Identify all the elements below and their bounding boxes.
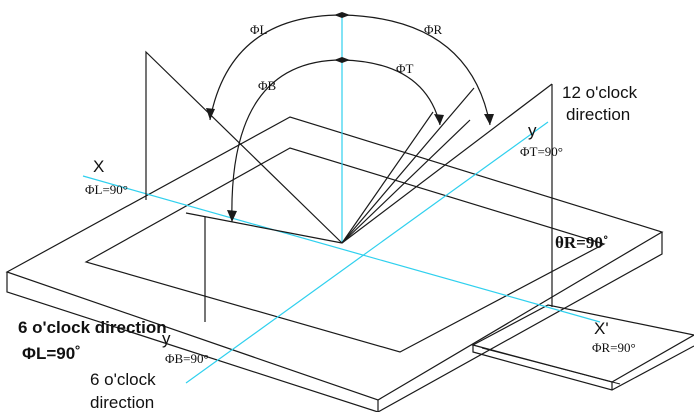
phi-b-arc-label: ΦB <box>258 78 277 93</box>
phi-b-90-label: ΦB=90° <box>165 351 209 366</box>
left-plane <box>145 50 343 244</box>
phi-l-arrow <box>206 108 215 120</box>
bottom-plane-ray <box>185 212 343 244</box>
theta-r-label: θR=90˚ <box>555 233 609 252</box>
base-plate <box>5 116 664 412</box>
top-ray <box>341 87 475 244</box>
phi-r-arc <box>341 14 491 126</box>
twelve-oclock-direction-label: direction <box>566 105 630 124</box>
axes <box>82 15 601 384</box>
phi-b-arrow <box>227 210 237 222</box>
polar-planes <box>145 50 553 322</box>
plate-top-face <box>5 116 664 401</box>
x-right-label: X' <box>594 319 609 338</box>
six-oclock-label: 6 o'clock <box>90 370 156 389</box>
plate-side-edges <box>6 232 663 412</box>
connector-top <box>471 304 694 383</box>
y-axis <box>185 121 549 384</box>
y-top-label: y <box>528 121 537 140</box>
connector-side <box>472 345 694 391</box>
connector-line <box>481 347 621 385</box>
x-left-label: X <box>93 157 104 176</box>
phi-l-90-small-label: ΦL=90° <box>85 182 128 197</box>
mid-marker-right <box>342 57 350 63</box>
rotation-arcs <box>206 12 494 223</box>
phi-r-90-label: ΦR=90° <box>592 340 636 355</box>
top-marker-left <box>334 12 342 18</box>
labels: ΦL ΦR ΦB ΦT 12 o'clock direction y ΦT=90… <box>18 22 638 412</box>
phi-t-arc <box>341 59 441 126</box>
phi-t-arc-label: ΦT <box>396 61 414 76</box>
right-plane-ray <box>341 83 553 244</box>
mid-marker-left <box>334 57 342 63</box>
phi-t-arrow <box>434 114 444 125</box>
phi-t-90-label: ΦT=90° <box>520 144 563 159</box>
y-bottom-label: y <box>162 329 171 348</box>
twelve-oclock-label: 12 o'clock <box>562 83 638 102</box>
phi-r-arrow <box>484 114 494 125</box>
six-oclock-direction-word-label: direction <box>90 393 154 412</box>
phi-r-arc-label: ΦR <box>424 22 443 37</box>
connector-tab <box>471 304 694 391</box>
six-oclock-direction-label: 6 o'clock direction <box>18 318 167 337</box>
top-ray-inner <box>341 111 434 244</box>
phi-b-arc <box>231 59 343 223</box>
x-axis <box>82 175 601 323</box>
plate-inner-frame <box>84 147 606 353</box>
top-marker-right <box>342 12 350 18</box>
phi-l-arc <box>209 14 343 121</box>
phi-l-arc-label: ΦL <box>250 22 268 37</box>
phi-l-90-bold-label: ΦL=90˚ <box>22 344 81 363</box>
top-plane-ray-b <box>341 119 471 244</box>
